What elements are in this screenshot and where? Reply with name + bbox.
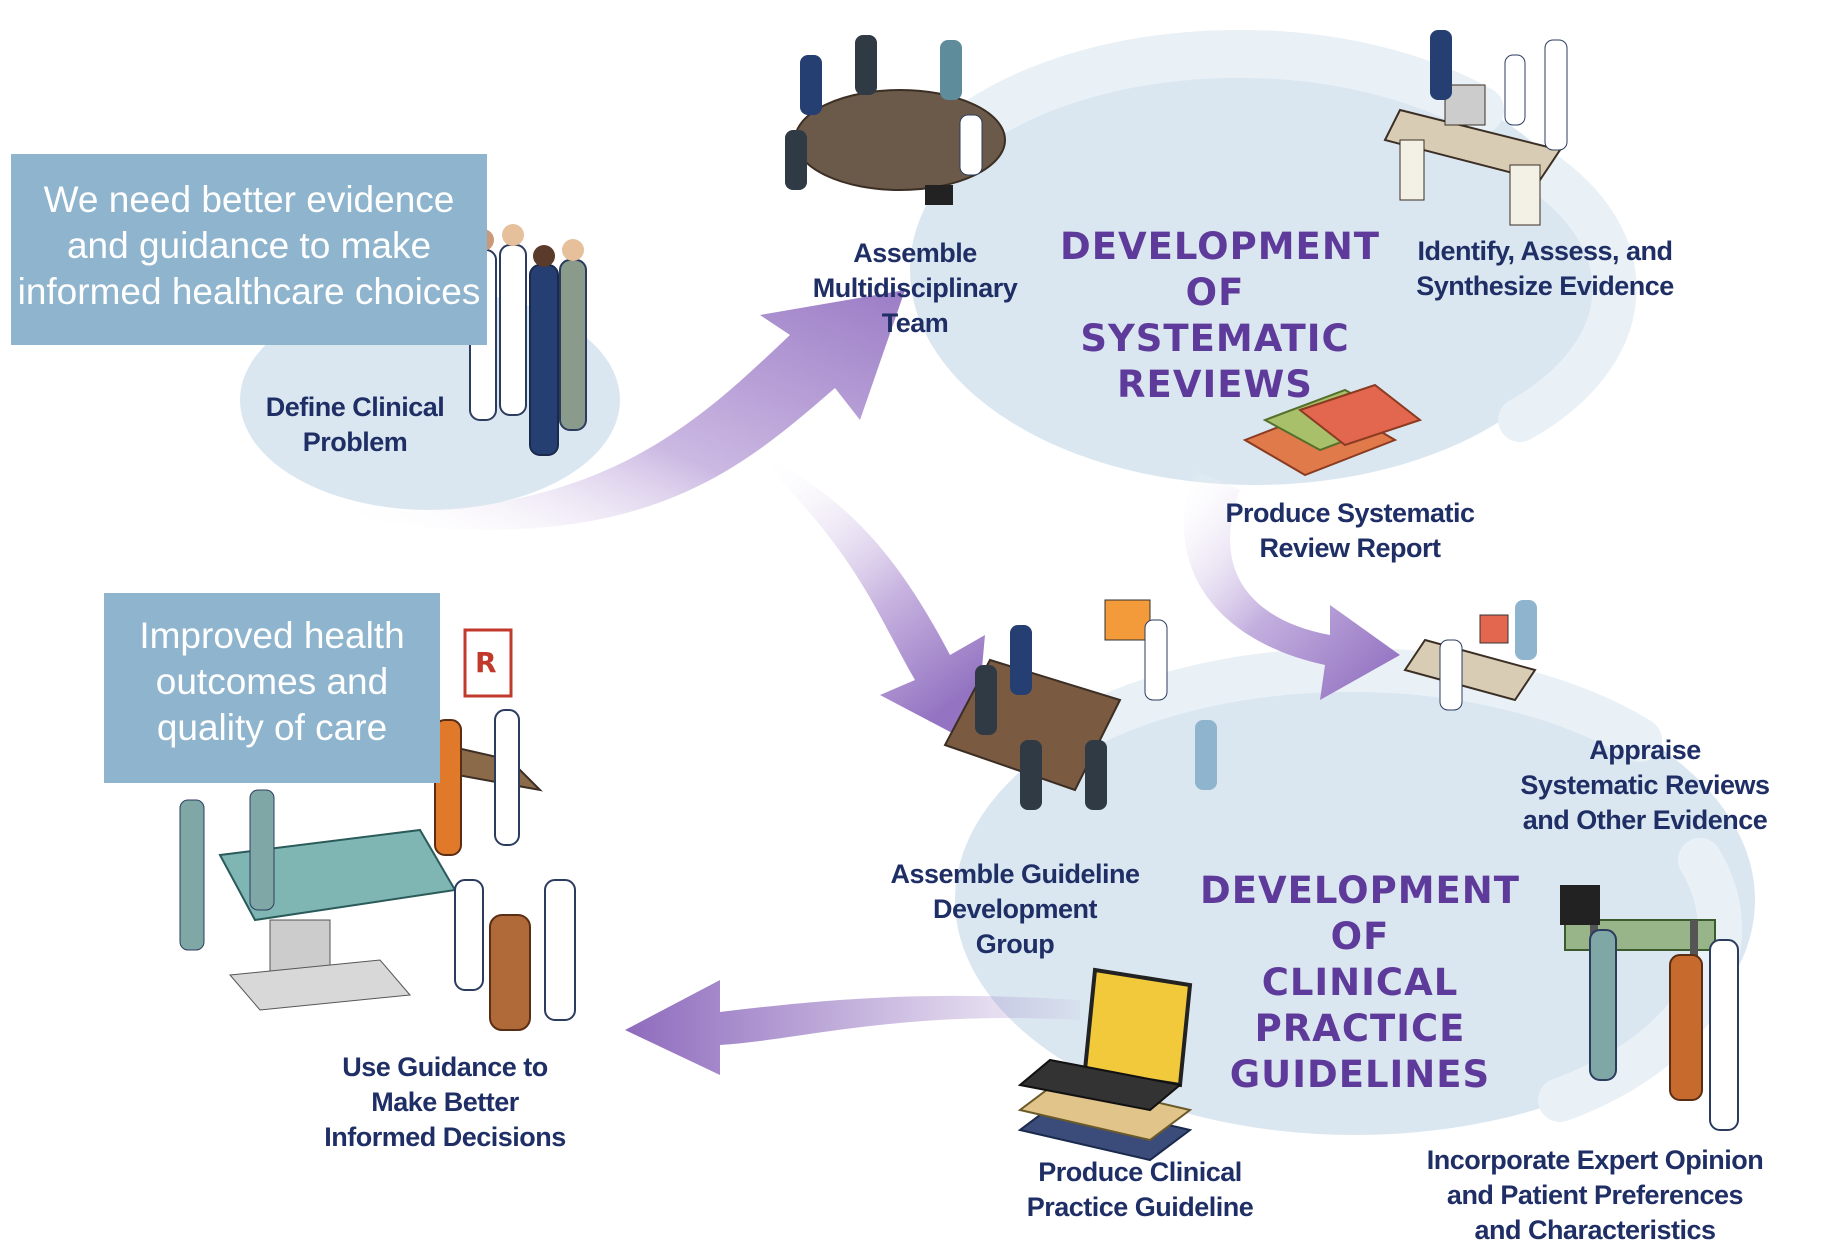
step-define-line-2: Problem [302, 427, 408, 457]
step-assemble-group-line-3: Group [975, 929, 1055, 959]
surgery-bed-icon [179, 789, 457, 1011]
step-incorporate-line-2: and Patient Preferences [1446, 1180, 1744, 1210]
step-define-line-1: Define Clinical [265, 392, 445, 422]
step-appraise-line-1: Appraise [1589, 735, 1701, 765]
arrow-to-team [360, 290, 905, 530]
patient-exam-icon [1560, 885, 1739, 1131]
title-guidelines-line-2: CLINICAL PRACTICE [1254, 961, 1466, 1050]
step-produce-guideline: Produce Clinical Practice Guideline [1010, 1155, 1270, 1225]
step-assemble-team-line-1: Assemble [853, 238, 977, 268]
step-use-guidance-line-2: Make Better [371, 1087, 519, 1117]
step-produce-report: Produce Systematic Review Report [1205, 496, 1495, 566]
step-appraise-line-2: Systematic Reviews [1520, 770, 1770, 800]
title-systematic-line-1: DEVELOPMENT [1060, 225, 1381, 268]
step-incorporate-line-1: Incorporate Expert Opinion [1426, 1145, 1764, 1175]
meeting-table-icon [785, 35, 1006, 205]
svg-text:R: R [475, 646, 497, 679]
callout-improved-health-line-2: outcomes and [155, 661, 389, 702]
callout-need-evidence: We need better evidence and guidance to … [11, 154, 487, 345]
arrow-to-use-guidance [625, 980, 1080, 1075]
arrow-report-to-appraise [1184, 470, 1400, 700]
step-produce-guideline-line-1: Produce Clinical [1038, 1157, 1242, 1187]
step-identify-evidence: Identify, Assess, and Synthesize Evidenc… [1395, 234, 1695, 304]
step-produce-report-line-2: Review Report [1259, 533, 1441, 563]
step-assemble-team: Assemble Multidisciplinary Team [795, 236, 1035, 341]
title-systematic-line-3: REVIEWS [1117, 363, 1313, 406]
step-assemble-guideline-group: Assemble Guideline Development Group [880, 857, 1150, 962]
systematic-review-cycle [910, 29, 1637, 485]
computer-desk-icon [1383, 30, 1568, 226]
title-guidelines-line-1: DEVELOPMENT OF [1199, 869, 1521, 958]
step-use-guidance-line-1: Use Guidance to [342, 1052, 548, 1082]
laptop-books-icon [1017, 967, 1193, 1162]
callout-improved-health-line-3: quality of care [156, 707, 388, 748]
step-identify-line-2: Synthesize Evidence [1416, 271, 1674, 301]
step-use-guidance-line-3: Informed Decisions [324, 1122, 566, 1152]
doctors-group-icon [469, 224, 587, 456]
step-appraise-evidence: Appraise Systematic Reviews and Other Ev… [1505, 733, 1785, 838]
title-clinical-guidelines: DEVELOPMENT OF CLINICAL PRACTICE GUIDELI… [1170, 868, 1550, 1098]
callout-need-evidence-line-3: informed healthcare choices [17, 271, 481, 312]
step-use-guidance: Use Guidance to Make Better Informed Dec… [320, 1050, 570, 1155]
step-assemble-team-line-3: Team [881, 308, 949, 338]
callout-need-evidence-line-1: We need better evidence [43, 179, 455, 220]
desk-consult-icon [1403, 600, 1537, 711]
step-produce-report-line-1: Produce Systematic [1225, 498, 1475, 528]
title-systematic-line-2: OF SYSTEMATIC [1080, 271, 1350, 360]
callout-need-evidence-line-2: and guidance to make [66, 225, 432, 266]
step-define-clinical-problem: Define Clinical Problem [245, 390, 465, 460]
step-produce-guideline-line-2: Practice Guideline [1026, 1192, 1254, 1222]
callout-improved-health-line-1: Improved health [139, 615, 405, 656]
step-appraise-line-3: and Other Evidence [1522, 805, 1768, 835]
step-incorporate-opinion: Incorporate Expert Opinion and Patient P… [1415, 1143, 1775, 1248]
title-guidelines-line-3: GUIDELINES [1229, 1053, 1491, 1096]
title-systematic-reviews: DEVELOPMENT OF SYSTEMATIC REVIEWS [1060, 224, 1381, 408]
guideline-meeting-icon [943, 599, 1217, 810]
arrow-to-guideline-group [770, 460, 985, 745]
step-identify-line-1: Identify, Assess, and [1417, 236, 1673, 266]
report-binders-icon [1242, 383, 1423, 477]
step-assemble-team-line-2: Multidisciplinary [812, 273, 1018, 303]
step-assemble-group-line-2: Development [932, 894, 1098, 924]
mother-child-doctor-icon [454, 879, 576, 1031]
callout-improved-health: Improved health outcomes and quality of … [104, 593, 440, 783]
step-incorporate-line-3: and Characteristics [1474, 1215, 1716, 1245]
step-assemble-group-line-1: Assemble Guideline [890, 859, 1140, 889]
